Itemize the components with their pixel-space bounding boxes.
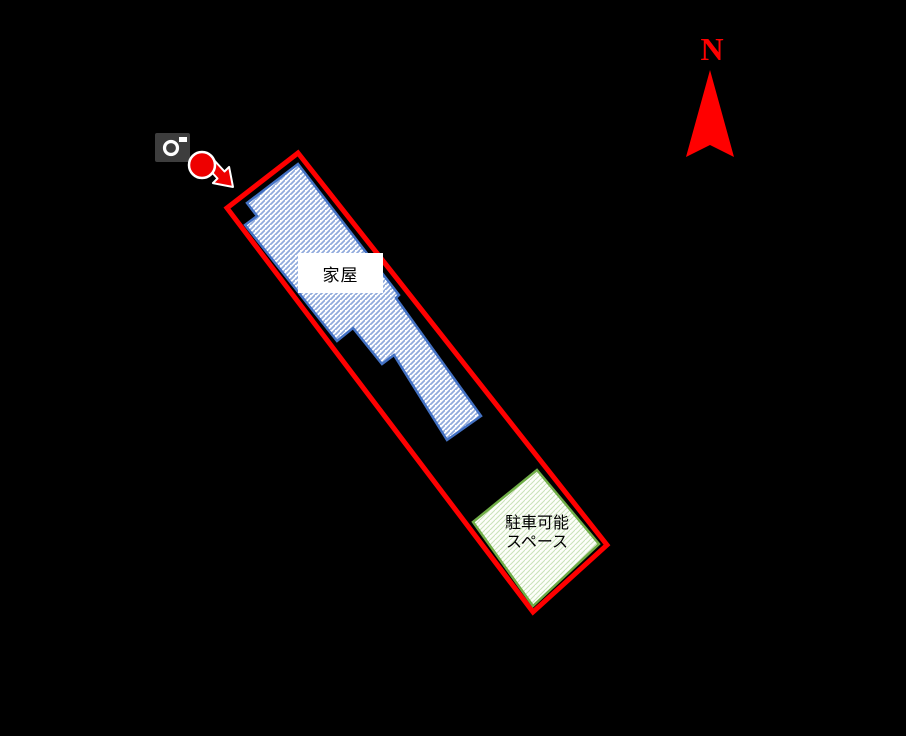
- camera-lens: [162, 139, 180, 157]
- parcel-boundary: [223, 149, 611, 616]
- camera-position-marker: [187, 150, 217, 180]
- camera-flash: [179, 137, 187, 142]
- parking-label-line2: スペース: [505, 534, 569, 551]
- compass-north: N: [686, 31, 734, 157]
- camera-icon: [155, 133, 190, 162]
- house-label: 家屋: [298, 253, 383, 293]
- parking-area: [471, 468, 601, 608]
- house-footprint: [243, 162, 483, 442]
- north-label: N: [700, 31, 723, 67]
- parking-label: 駐車可能 スペース: [477, 514, 597, 552]
- parking-label-line1: 駐車可能: [504, 515, 569, 532]
- north-arrow-icon: [686, 70, 734, 157]
